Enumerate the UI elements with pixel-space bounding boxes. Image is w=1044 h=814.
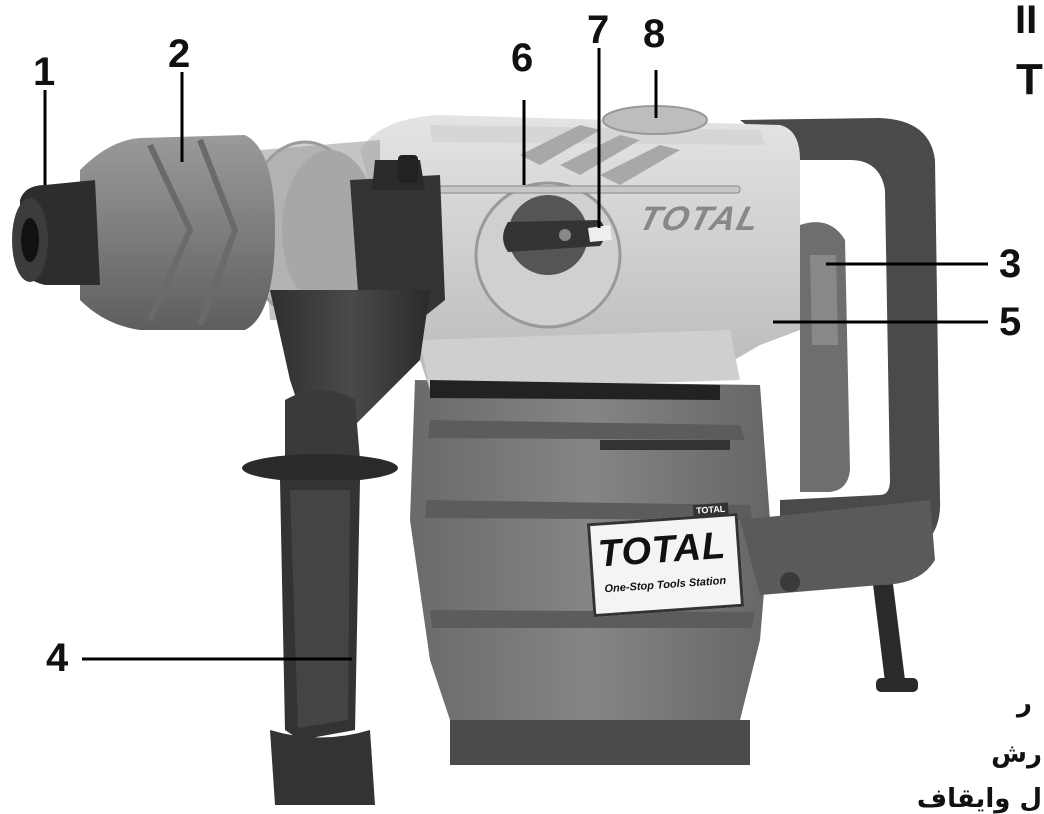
rear-handle: [740, 118, 941, 560]
brand-label-small: TOTAL: [692, 502, 729, 517]
power-cord: [870, 560, 918, 692]
mode-selector-knob: [474, 181, 622, 329]
chuck-sleeve: [80, 135, 275, 330]
aux-handle-mount: [270, 155, 445, 460]
auxiliary-handle: [242, 454, 398, 805]
arabic-text-line-2: رش: [991, 739, 1042, 769]
callout-8: 8: [643, 12, 666, 56]
handle-base: [740, 500, 935, 595]
arabic-text-line-1: ر: [1017, 688, 1032, 718]
callout-1: 1: [33, 50, 56, 94]
top-cap: [602, 105, 708, 135]
brand-label-tagline: One-Stop Tools Station: [604, 574, 727, 596]
callout-4: 4: [46, 636, 69, 680]
arabic-text-line-3: ل وايقاف: [916, 784, 1042, 814]
lock-button: [588, 225, 612, 242]
callout-2: 2: [168, 32, 191, 76]
brand-logo-housing: TOTAL: [635, 200, 766, 238]
cord-screw: [780, 572, 800, 592]
cutoff-heading-1: II: [1015, 0, 1038, 42]
callout-5: 5: [999, 300, 1022, 344]
brand-label-panel: TOTAL TOTAL One-Stop Tools Station: [586, 502, 745, 618]
brand-label-name: TOTAL: [596, 524, 728, 576]
cutoff-heading-2: T: [1016, 55, 1043, 104]
callout-3: 3: [999, 242, 1022, 286]
callout-6: 6: [511, 36, 534, 80]
callout-7: 7: [587, 8, 610, 52]
dust-cap: [12, 180, 100, 285]
